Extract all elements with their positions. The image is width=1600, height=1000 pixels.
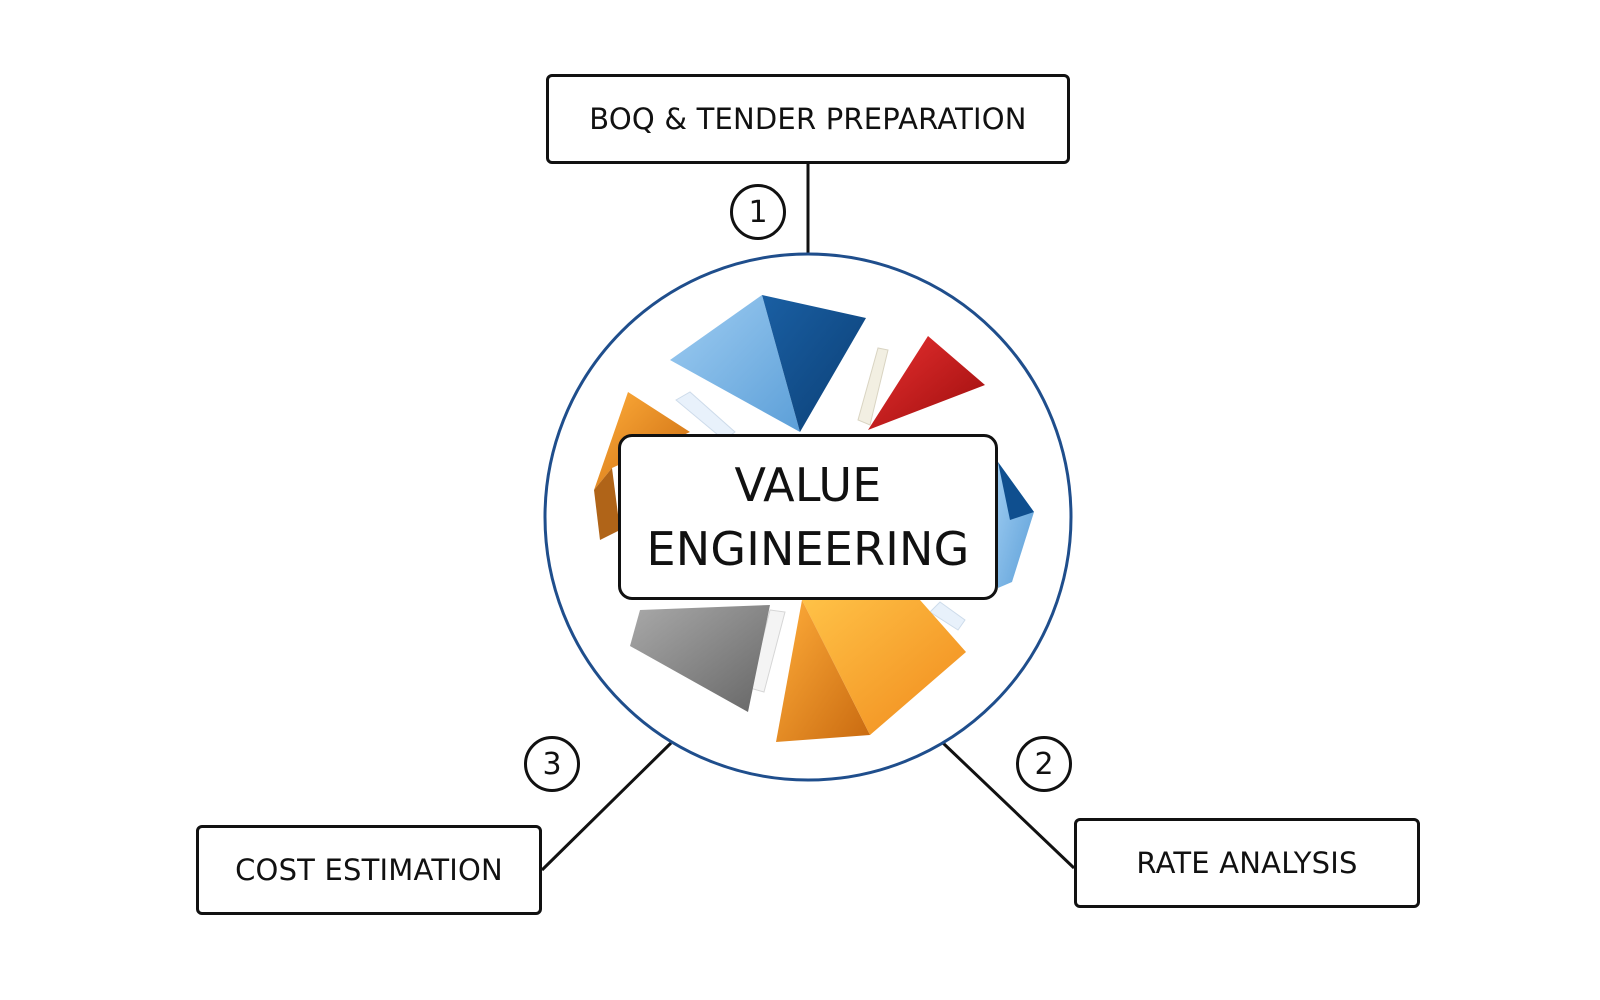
step-3-badge: 3 [524, 736, 580, 792]
center-title-box: VALUE ENGINEERING [618, 434, 998, 600]
connector-left [540, 741, 673, 872]
logo-petal-gray [630, 605, 770, 712]
logo-sliver [929, 601, 966, 631]
connector-right [941, 741, 1076, 870]
logo-petal-orange-bottom [776, 600, 870, 742]
center-title-line-2: ENGINEERING [646, 522, 970, 576]
logo-sliver [675, 391, 736, 441]
node-label: BOQ & TENDER PREPARATION [589, 102, 1027, 136]
logo-petal-dark-blue [762, 295, 866, 432]
node-label: RATE ANALYSIS [1136, 846, 1358, 880]
step-1-badge: 1 [730, 184, 786, 240]
pinwheel-logo [594, 295, 1034, 742]
logo-petal-red [868, 336, 985, 430]
node-rate-analysis: RATE ANALYSIS [1074, 818, 1420, 908]
logo-sliver [857, 347, 889, 426]
node-cost-estimation: COST ESTIMATION [196, 825, 542, 915]
logo-petal-yellow [802, 600, 966, 735]
step-2-badge: 2 [1016, 736, 1072, 792]
node-label: COST ESTIMATION [235, 853, 503, 887]
logo-petal-light-blue [670, 295, 800, 432]
logo-petal-orange-left-dark [594, 468, 620, 540]
logo-petal-blue-right-dark [998, 462, 1034, 520]
node-boq-tender-preparation: BOQ & TENDER PREPARATION [546, 74, 1070, 164]
center-title-line-1: VALUE [734, 458, 882, 512]
